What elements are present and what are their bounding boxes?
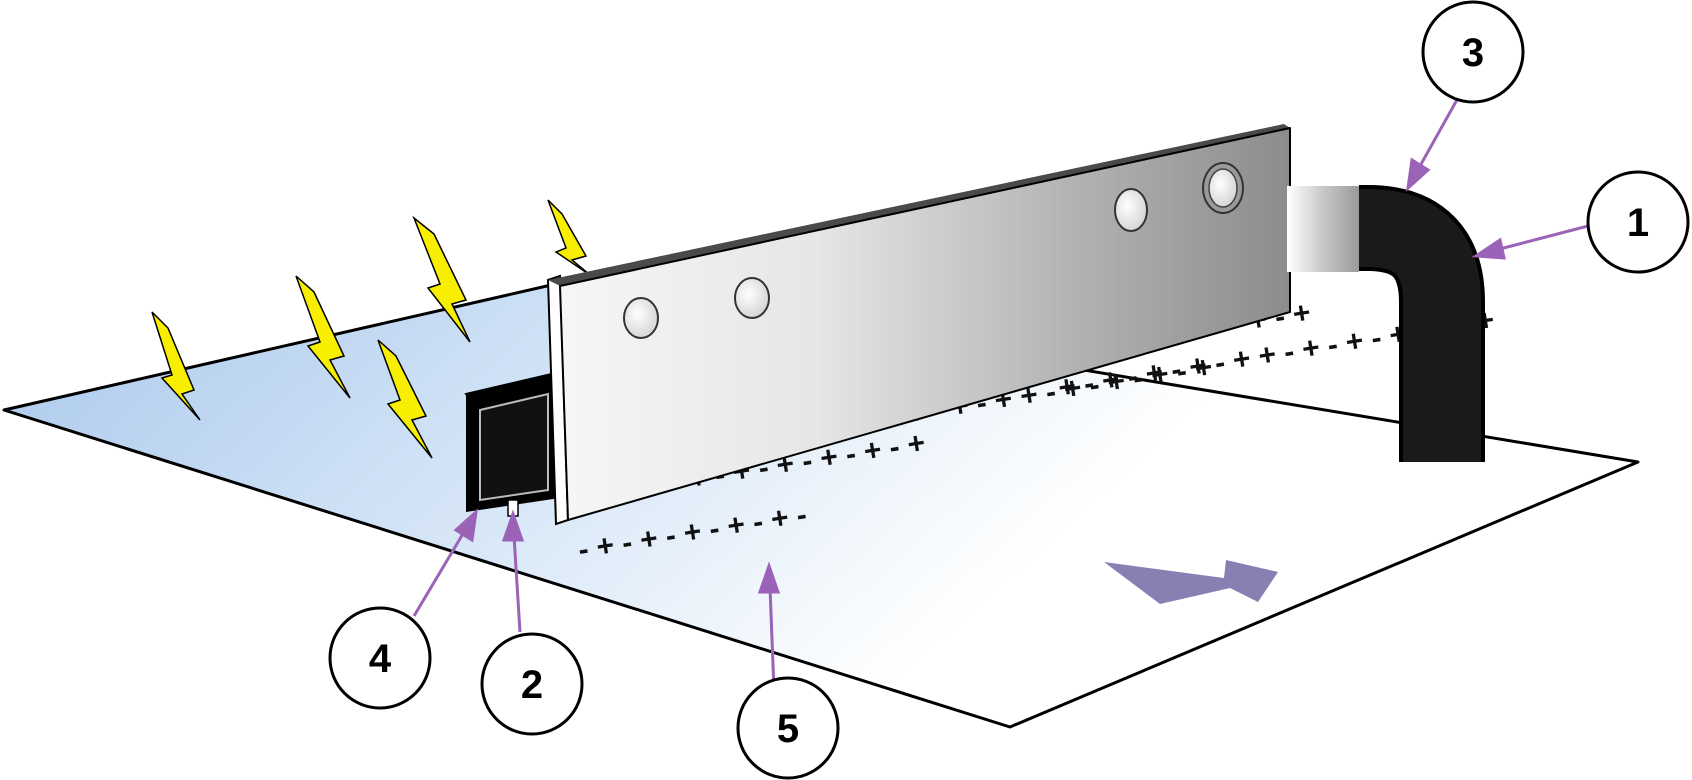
housing-slot <box>479 392 549 502</box>
callout-5-label: 5 <box>777 707 799 751</box>
leader-5-head <box>757 561 781 594</box>
direction-arrow-icon <box>1104 560 1278 604</box>
bar-hole <box>734 277 770 319</box>
bar-face <box>559 127 1291 521</box>
callout-3: 3 <box>1421 0 1525 104</box>
bar-hole <box>1114 188 1148 232</box>
bar-hole-inner <box>1208 168 1238 208</box>
callout-2-label: 2 <box>521 663 543 707</box>
lightning-bolt-icon <box>295 275 351 399</box>
callout-3-label: 3 <box>1462 31 1484 75</box>
leader-4-head <box>453 508 479 543</box>
callout-4: 4 <box>328 606 432 710</box>
callout-4-label: 4 <box>369 637 392 681</box>
lightning-bolts <box>151 199 591 459</box>
leader-1 <box>1495 224 1589 252</box>
callouts: 1 3 4 2 5 <box>328 0 1690 780</box>
callout-1: 1 <box>1586 170 1690 274</box>
leader-2 <box>512 535 522 633</box>
bar-top-edge <box>548 124 1290 286</box>
cable-connector <box>1287 186 1359 272</box>
callout-2: 2 <box>480 632 584 736</box>
leader-1-head <box>1471 237 1506 260</box>
lightning-bolt-icon <box>377 339 433 459</box>
leader-3 <box>1418 97 1460 167</box>
bar-hole <box>623 297 659 339</box>
leader-2-head <box>501 509 525 542</box>
leader-5 <box>768 587 776 691</box>
leader-3-head <box>1405 157 1431 192</box>
leader-4 <box>412 531 466 617</box>
callout-leaders <box>412 97 1589 691</box>
callout-1-label: 1 <box>1627 201 1649 245</box>
emitter-housing <box>464 370 580 517</box>
callout-5: 5 <box>736 676 840 780</box>
lightning-bolt-icon <box>151 311 201 421</box>
lightning-bolt-icon <box>547 199 591 276</box>
cable-body <box>1359 189 1481 462</box>
static-bar <box>546 124 1291 526</box>
lightning-bolt-icon <box>412 215 471 343</box>
